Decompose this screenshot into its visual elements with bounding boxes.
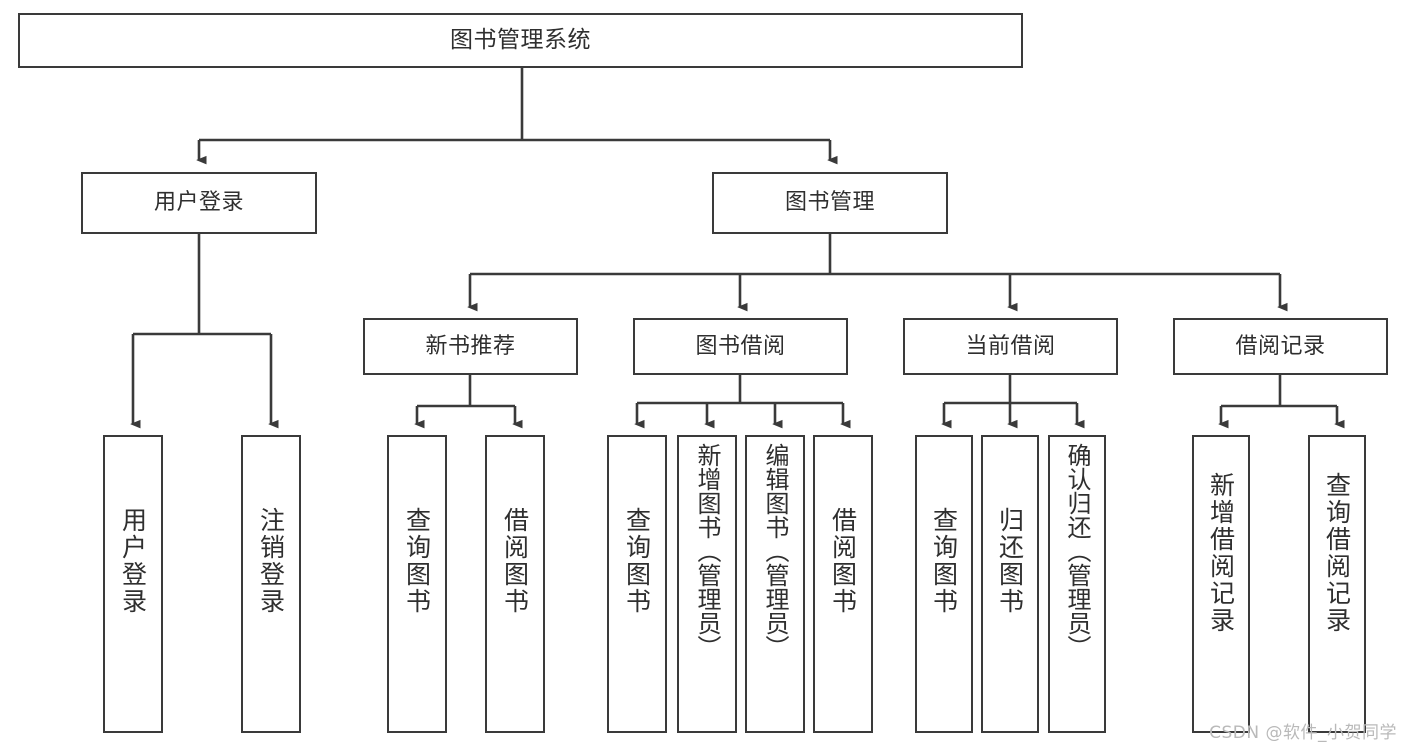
node-root[interactable]: 图书管理系统 (18, 13, 1023, 68)
node-book-borrow[interactable]: 图书借阅 (633, 318, 848, 375)
leaf-add-book-label: 新增图书（管理员） (693, 443, 721, 659)
leaf-query-record-label: 查询借阅记录 (1322, 472, 1352, 634)
node-current-borrow-label: 当前借阅 (965, 333, 1056, 359)
leaf-user-login-label: 用户登录 (118, 507, 148, 615)
node-borrow-record-label: 借阅记录 (1235, 333, 1326, 359)
leaf-add-record-label: 新增借阅记录 (1206, 472, 1236, 634)
leaf-user-login[interactable]: 用户登录 (103, 435, 163, 733)
leaf-query-book-1-label: 查询图书 (402, 507, 432, 615)
leaf-user-logout[interactable]: 注销登录 (241, 435, 301, 733)
leaf-query-book-1[interactable]: 查询图书 (387, 435, 447, 733)
leaf-return-book[interactable]: 归还图书 (981, 435, 1039, 733)
leaf-borrow-book-1[interactable]: 借阅图书 (485, 435, 545, 733)
leaf-borrow-book-2[interactable]: 借阅图书 (813, 435, 873, 733)
leaf-add-record[interactable]: 新增借阅记录 (1192, 435, 1250, 733)
node-book-manage-label: 图书管理 (784, 190, 875, 216)
leaf-add-book[interactable]: 新增图书（管理员） (677, 435, 737, 733)
leaf-confirm-return[interactable]: 确认归还（管理员） (1048, 435, 1106, 733)
node-book-manage[interactable]: 图书管理 (712, 172, 948, 234)
watermark: CSDN @软件_小贺同学 (1209, 723, 1397, 743)
leaf-borrow-book-2-label: 借阅图书 (828, 507, 858, 615)
leaf-query-book-2[interactable]: 查询图书 (607, 435, 667, 733)
leaf-edit-book[interactable]: 编辑图书（管理员） (745, 435, 805, 733)
node-book-borrow-label: 图书借阅 (695, 333, 786, 359)
leaf-query-record[interactable]: 查询借阅记录 (1308, 435, 1366, 733)
leaf-borrow-book-1-label: 借阅图书 (500, 507, 530, 615)
node-new-book-rec[interactable]: 新书推荐 (363, 318, 578, 375)
leaf-edit-book-label: 编辑图书（管理员） (761, 443, 789, 659)
leaf-user-logout-label: 注销登录 (256, 507, 286, 615)
leaf-query-book-3-label: 查询图书 (929, 507, 959, 615)
node-current-borrow[interactable]: 当前借阅 (903, 318, 1118, 375)
leaf-query-book-2-label: 查询图书 (622, 507, 652, 615)
leaf-return-book-label: 归还图书 (995, 507, 1025, 615)
node-borrow-record[interactable]: 借阅记录 (1173, 318, 1388, 375)
node-user-login[interactable]: 用户登录 (81, 172, 317, 234)
leaf-query-book-3[interactable]: 查询图书 (915, 435, 973, 733)
leaf-confirm-return-label: 确认归还（管理员） (1063, 443, 1091, 659)
node-new-book-rec-label: 新书推荐 (425, 333, 516, 359)
node-user-login-label: 用户登录 (153, 190, 244, 216)
node-root-label: 图书管理系统 (450, 26, 591, 53)
